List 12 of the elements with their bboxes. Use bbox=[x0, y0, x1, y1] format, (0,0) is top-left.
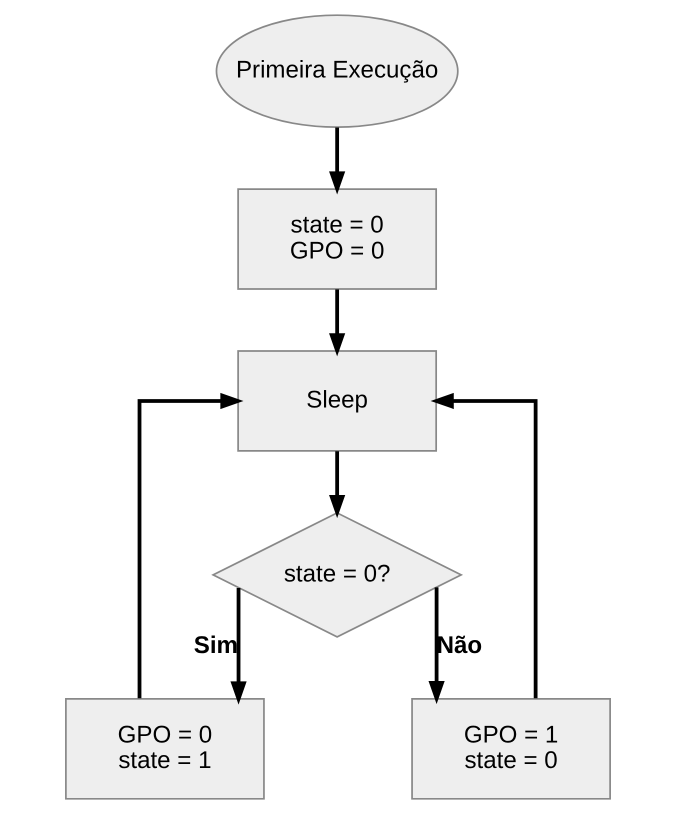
arrow bbox=[428, 587, 444, 704]
arrow bbox=[328, 451, 345, 518]
arrow bbox=[430, 392, 538, 698]
node-ellipse: Primeira Execução bbox=[215, 14, 458, 128]
arrow bbox=[328, 128, 345, 195]
node-box: state = 0 GPO = 0 bbox=[236, 188, 437, 290]
arrow bbox=[137, 392, 243, 698]
node-box: GPO = 1 state = 0 bbox=[410, 698, 610, 800]
node-box: GPO = 0 state = 1 bbox=[64, 698, 264, 800]
arrow bbox=[328, 289, 345, 356]
node-box: Sleep bbox=[236, 350, 437, 452]
arrow bbox=[230, 588, 246, 705]
